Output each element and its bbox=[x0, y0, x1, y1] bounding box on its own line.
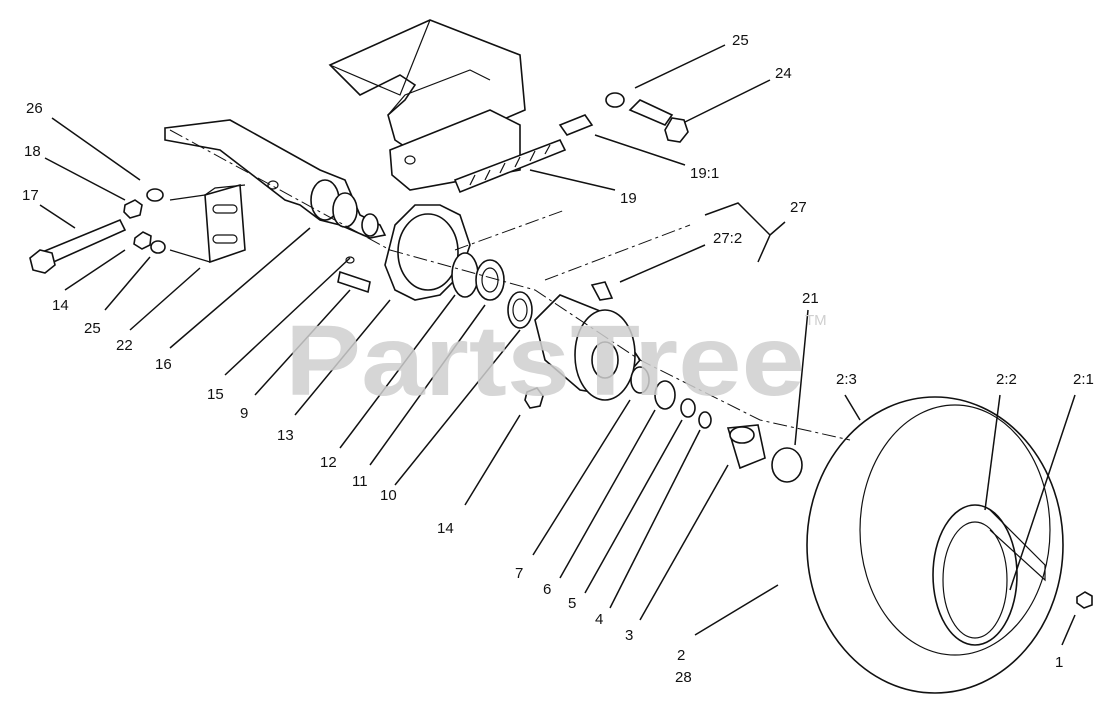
callout-25-top: 25 bbox=[732, 32, 749, 49]
callout-5: 5 bbox=[568, 595, 576, 612]
spindle bbox=[164, 119, 387, 239]
callout-25-left: 25 bbox=[84, 320, 101, 337]
hardware-top bbox=[605, 92, 689, 143]
washer-25 bbox=[150, 240, 166, 254]
callout-10: 10 bbox=[380, 487, 397, 504]
hardware-left bbox=[29, 188, 166, 274]
callout-2-2: 2:2 bbox=[996, 371, 1017, 388]
callout-11: 11 bbox=[352, 473, 368, 490]
callout-7: 7 bbox=[515, 565, 523, 582]
callout-18: 18 bbox=[24, 143, 41, 160]
callout-4: 4 bbox=[595, 611, 603, 628]
nut-18 bbox=[123, 199, 143, 219]
nut-14 bbox=[133, 231, 152, 250]
callout-16: 16 bbox=[155, 356, 172, 373]
watermark-trademark: TM bbox=[805, 312, 827, 329]
callout-14-left: 14 bbox=[52, 297, 69, 314]
callout-9: 9 bbox=[240, 405, 248, 422]
callout-13: 13 bbox=[277, 427, 294, 444]
nut-14-lower bbox=[524, 387, 544, 409]
chain-link bbox=[558, 114, 594, 136]
bolt-9 bbox=[337, 270, 371, 294]
mount-plate bbox=[169, 183, 246, 264]
lug-nut-1 bbox=[1076, 591, 1093, 609]
callout-3: 3 bbox=[625, 627, 633, 644]
callout-26: 26 bbox=[26, 100, 43, 117]
callout-24: 24 bbox=[775, 65, 792, 82]
bearings-left bbox=[451, 252, 533, 329]
axis-line bbox=[169, 129, 851, 441]
watermark: PartsTree bbox=[285, 305, 805, 417]
callout-15: 15 bbox=[207, 386, 224, 403]
callout-2-3: 2:3 bbox=[836, 371, 857, 388]
stud-27-2 bbox=[590, 281, 614, 301]
callout-2: 2 bbox=[677, 647, 685, 664]
tire bbox=[806, 396, 1093, 694]
callout-labels: 25 24 26 18 17 14 25 22 16 15 9 13 12 11… bbox=[22, 32, 1094, 686]
callout-12: 12 bbox=[320, 454, 337, 471]
callout-1: 1 bbox=[1055, 654, 1063, 671]
leader-lines bbox=[39, 44, 1076, 646]
callout-17: 17 bbox=[22, 187, 39, 204]
callout-27: 27 bbox=[790, 199, 807, 216]
callout-14-lower: 14 bbox=[437, 520, 454, 537]
sprocket bbox=[337, 204, 471, 301]
callout-21: 21 bbox=[802, 290, 819, 307]
washer-26 bbox=[146, 188, 164, 202]
callout-22: 22 bbox=[116, 337, 133, 354]
callout-28: 28 bbox=[675, 669, 692, 686]
callout-19-1: 19:1 bbox=[690, 165, 719, 182]
callout-27-2: 27:2 bbox=[713, 230, 742, 247]
hub bbox=[524, 281, 642, 409]
hub-hardware bbox=[630, 366, 803, 483]
callout-6: 6 bbox=[543, 581, 551, 598]
chain bbox=[453, 114, 594, 194]
callout-19: 19 bbox=[620, 190, 637, 207]
callout-2-1: 2:1 bbox=[1073, 371, 1094, 388]
